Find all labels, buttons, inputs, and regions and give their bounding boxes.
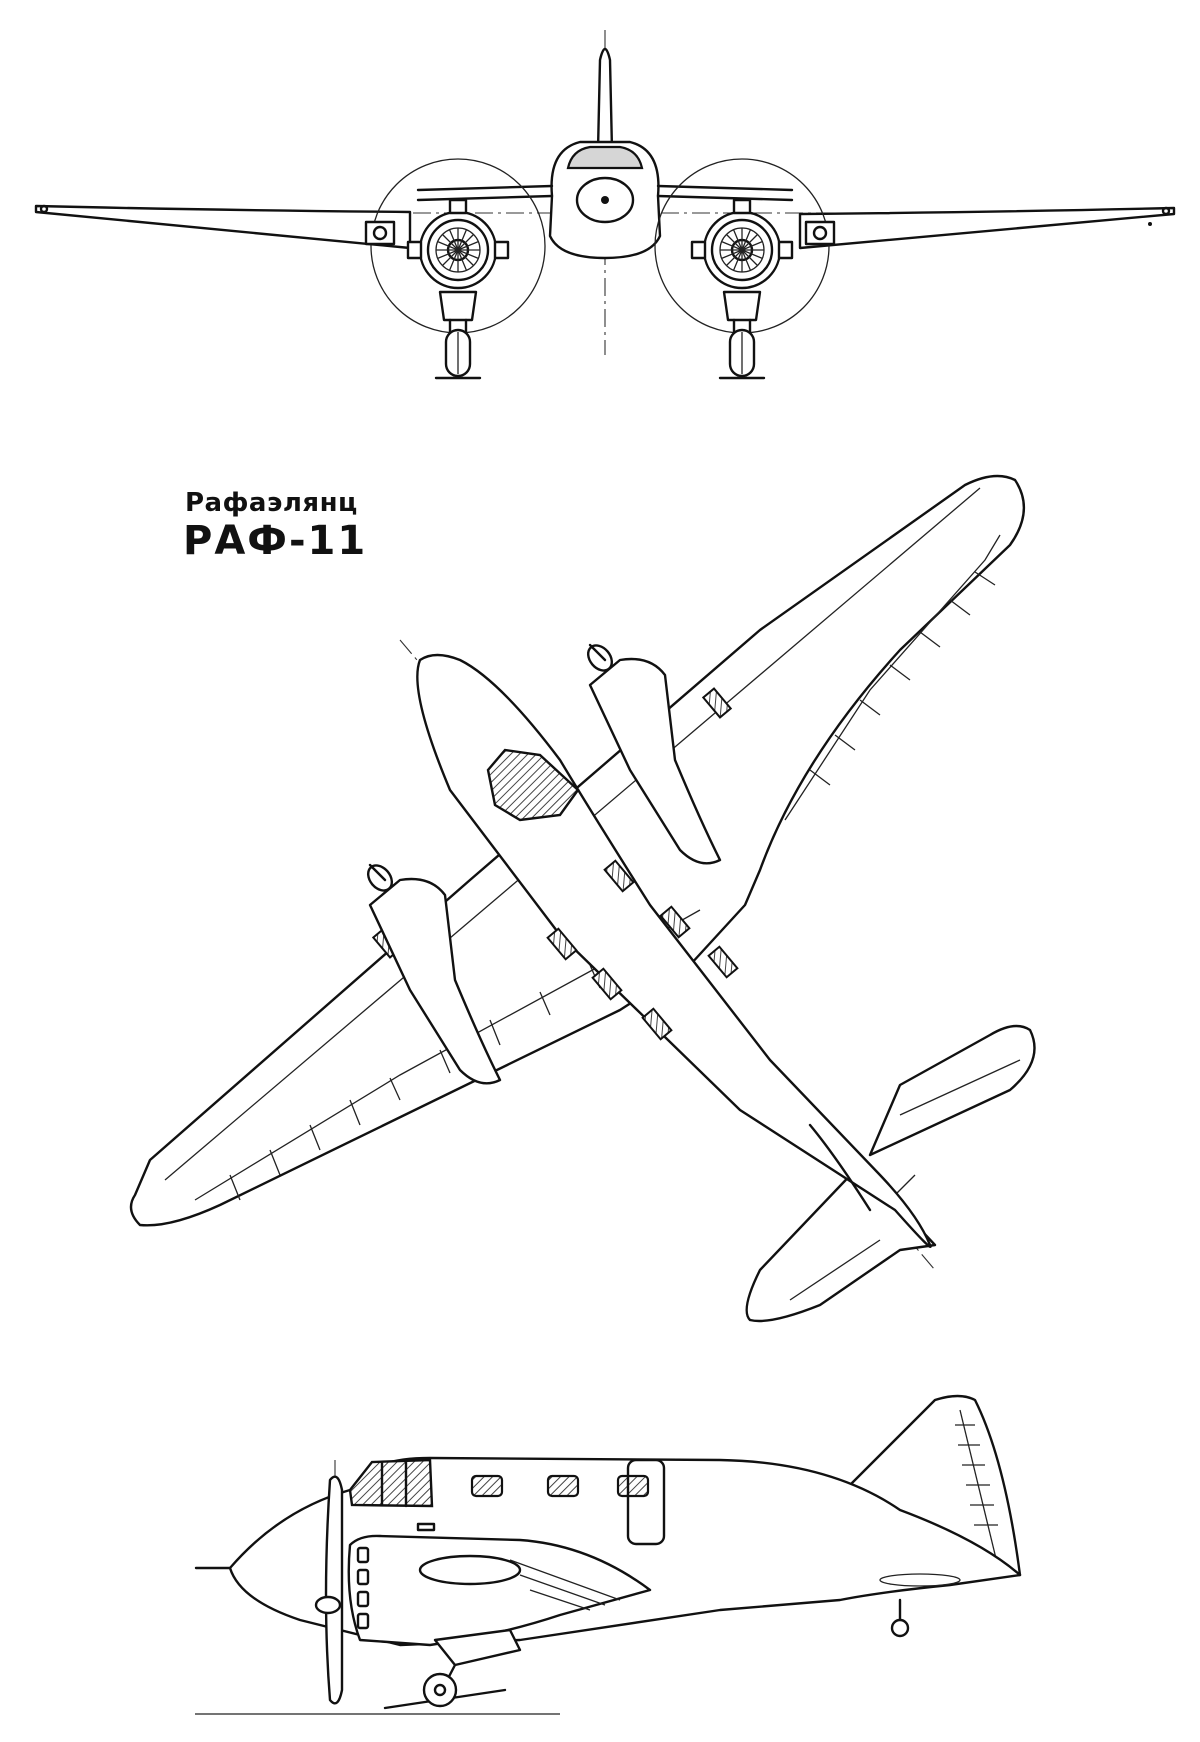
top-view: [129, 474, 1036, 1323]
front-view: [34, 30, 1176, 380]
aircraft-designation: РАФ-11: [183, 518, 368, 564]
side-view: [194, 1394, 1022, 1715]
designer-name: Рафаэлянц: [185, 488, 358, 518]
